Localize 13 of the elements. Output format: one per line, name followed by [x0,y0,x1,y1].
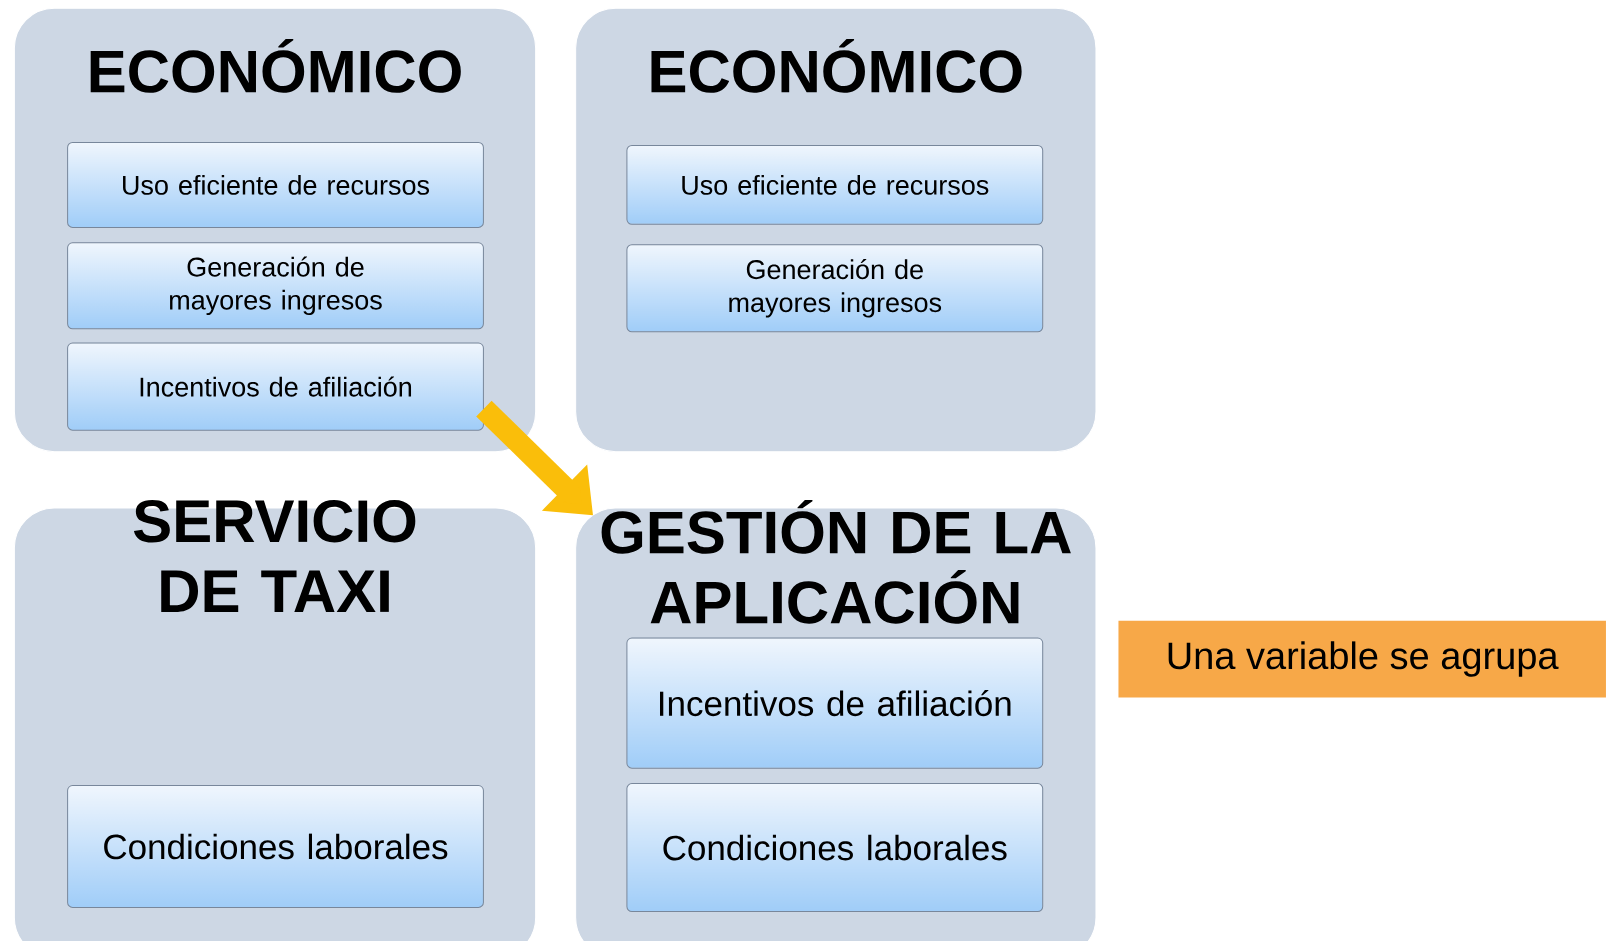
item-box: Incentivos de afiliación [626,637,1044,769]
item-box: Condiciones laborales [67,785,484,908]
note-box: Una variable se agrupa [1118,620,1606,698]
item-box: Condiciones laborales [626,783,1044,913]
item-box: Uso eficiente de recursos [67,141,484,228]
item-box: Uso eficiente de recursos [626,144,1044,225]
panel-title: ECONÓMICO [651,39,1022,93]
item-box: Generación de mayores ingresos [67,242,484,330]
item-box: Generación de mayores ingresos [626,244,1044,333]
panel-title: ECONÓMICO [90,39,461,93]
item-box: Incentivos de afiliación [67,342,484,431]
panel-title: SERVICIO DE TAXI [133,500,416,612]
panel-title: GESTIÓN DE LA APLICACIÓN [601,500,1071,624]
